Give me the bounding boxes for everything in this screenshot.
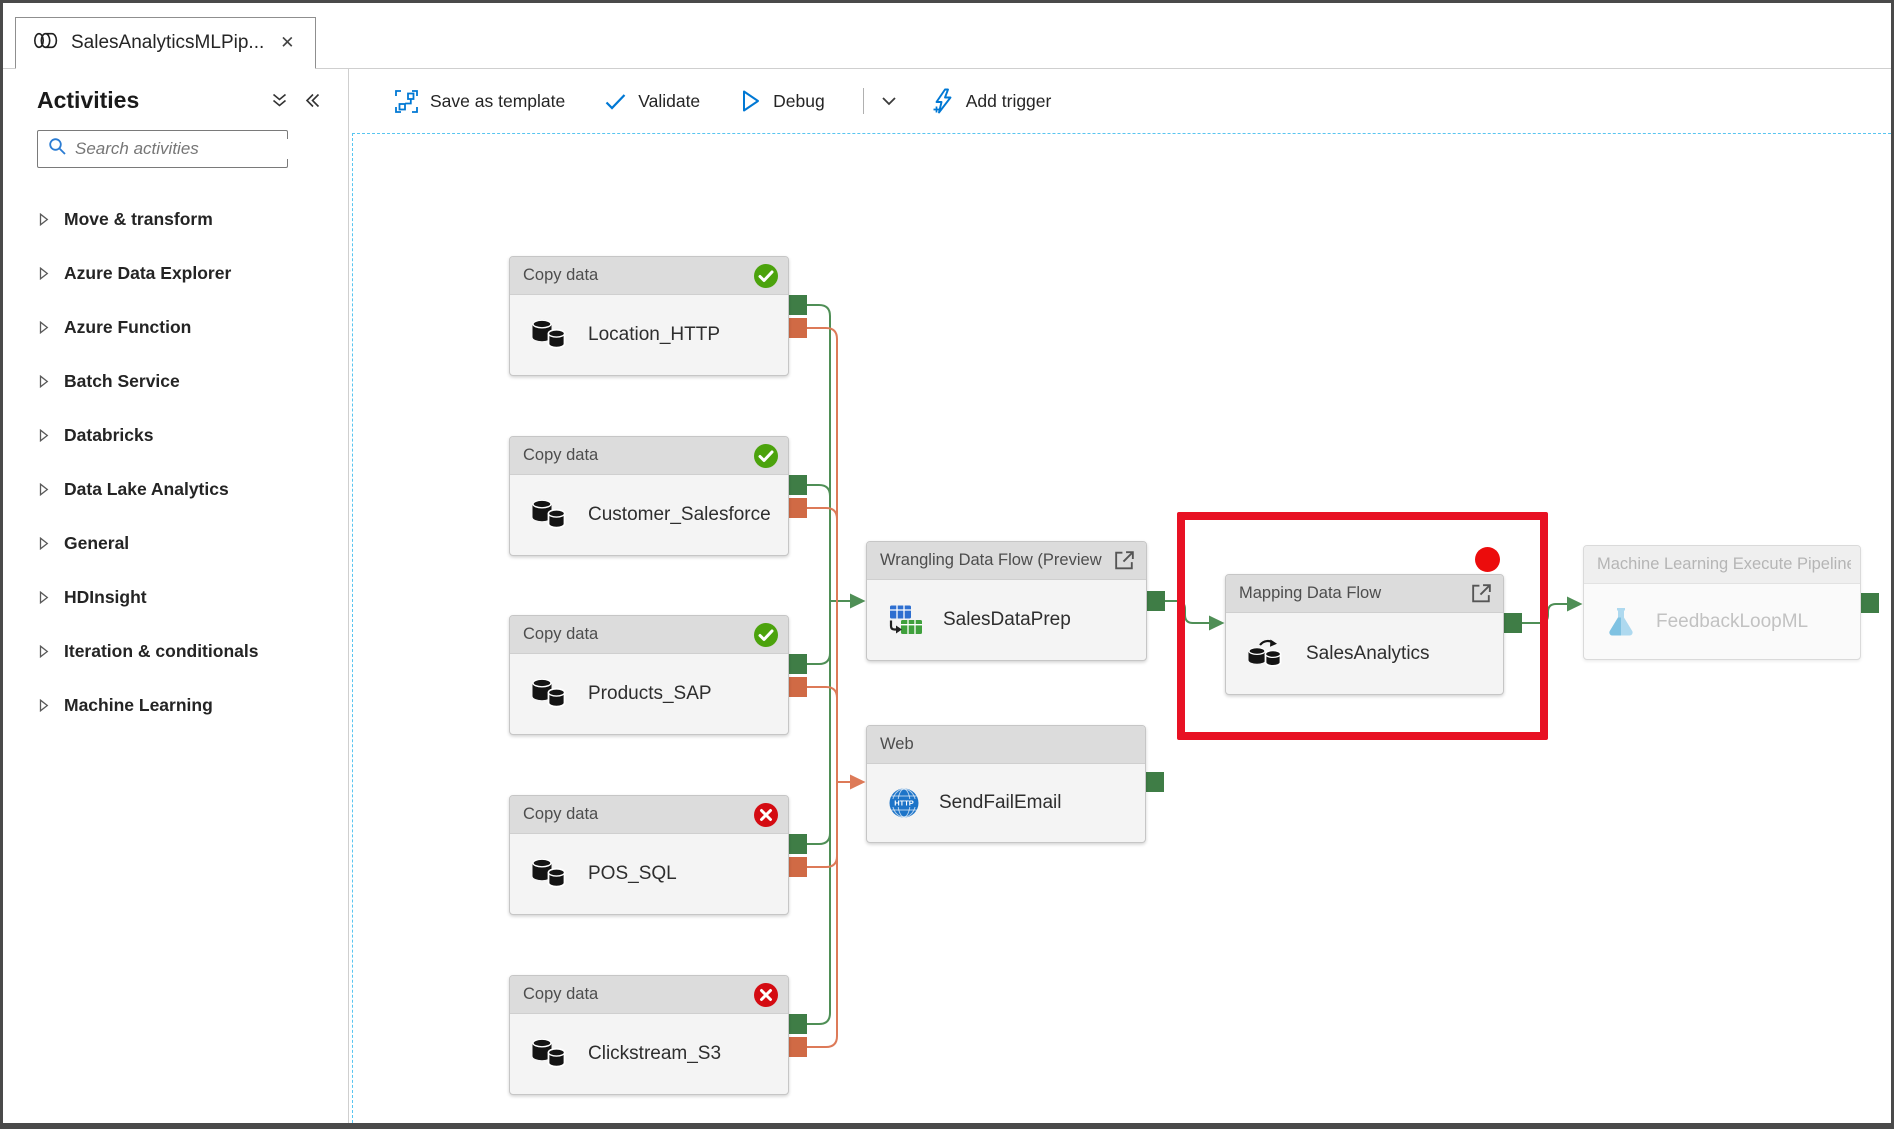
collapse-all-icon[interactable]	[270, 92, 289, 109]
status-success-icon	[754, 622, 778, 647]
activity-node-products-sap[interactable]: Copy data Products_SAP	[509, 615, 789, 735]
svg-text:HTTP: HTTP	[894, 799, 914, 808]
debug-options-chevron[interactable]	[878, 90, 900, 112]
debug-play-icon	[743, 90, 760, 112]
sidebar-item-databricks[interactable]: Databricks	[3, 408, 348, 462]
sidebar-item-move-transform[interactable]: Move & transform	[3, 192, 348, 246]
success-port[interactable]	[1144, 772, 1164, 792]
success-port[interactable]	[787, 654, 807, 674]
failure-port[interactable]	[787, 318, 807, 338]
collapse-panel-icon[interactable]	[305, 92, 322, 109]
success-port[interactable]	[1502, 613, 1522, 633]
activity-node-feedbackloopml[interactable]: Machine Learning Execute Pipeline Feedba…	[1583, 545, 1861, 660]
open-data-flow-icon[interactable]	[1469, 581, 1494, 606]
tab-bar: SalesAnalyticsMLPip... ✕	[3, 3, 1891, 69]
sidebar-item-general[interactable]: General	[3, 516, 348, 570]
activity-category-list: Move & transform Azure Data Explorer Azu…	[3, 192, 348, 732]
success-port[interactable]	[1859, 593, 1879, 613]
expander-icon	[39, 536, 49, 550]
search-box	[37, 130, 299, 168]
failure-arrowheads	[850, 774, 866, 790]
ml-execute-pipeline-icon	[1609, 607, 1633, 635]
activities-title: Activities	[37, 87, 140, 113]
activity-node-clickstream-s3[interactable]: Copy data Clickstream_S3	[509, 975, 789, 1095]
expander-icon	[39, 644, 49, 658]
failure-port[interactable]	[787, 857, 807, 877]
sidebar-item-azure-function[interactable]: Azure Function	[3, 300, 348, 354]
expander-icon	[39, 266, 49, 280]
failure-port[interactable]	[787, 677, 807, 697]
success-port[interactable]	[787, 834, 807, 854]
add-trigger-lightning-icon	[933, 88, 952, 114]
expander-icon	[39, 320, 49, 334]
add-trigger-button[interactable]: Add trigger	[930, 87, 1051, 115]
success-port[interactable]	[1145, 591, 1165, 611]
sidebar-item-hdinsight[interactable]: HDInsight	[3, 570, 348, 624]
copy-data-icon	[532, 319, 566, 349]
sidebar-item-batch-service[interactable]: Batch Service	[3, 354, 348, 408]
toolbar-divider	[862, 88, 864, 114]
open-data-flow-icon[interactable]	[1112, 548, 1137, 573]
save-as-template-button[interactable]: Save as template	[393, 88, 565, 115]
wrangling-data-flow-icon	[889, 605, 922, 634]
expander-icon	[39, 374, 49, 388]
failure-wires	[806, 327, 851, 1048]
sidebar-item-azure-data-explorer[interactable]: Azure Data Explorer	[3, 246, 348, 300]
node-ports	[787, 295, 1879, 1057]
search-input[interactable]	[75, 139, 299, 159]
status-failed-icon	[754, 802, 778, 827]
expander-icon	[39, 590, 49, 604]
copy-data-icon	[532, 499, 566, 529]
activity-node-pos-sql[interactable]: Copy data POS_SQL	[509, 795, 789, 915]
success-port[interactable]	[787, 1014, 807, 1034]
expander-icon	[39, 212, 49, 226]
activity-node-salesanalytics[interactable]: Mapping Data Flow	[1225, 574, 1504, 695]
status-failed-icon	[754, 982, 778, 1007]
sidebar-item-data-lake-analytics[interactable]: Data Lake Analytics	[3, 462, 348, 516]
pipeline-wires	[787, 295, 1879, 1057]
pipeline-icon	[32, 31, 59, 55]
tab-title: SalesAnalyticsMLPip...	[71, 32, 265, 53]
activity-node-customer-salesforce[interactable]: Copy data Customer_Salesforce	[509, 436, 789, 556]
activities-sidebar: Activities	[3, 69, 349, 1123]
failure-port[interactable]	[787, 1037, 807, 1057]
pipeline-tab[interactable]: SalesAnalyticsMLPip... ✕	[15, 17, 316, 69]
activity-node-salesdataprep[interactable]: Wrangling Data Flow (Preview	[866, 541, 1147, 661]
expander-icon	[39, 428, 49, 442]
copy-data-icon	[532, 858, 566, 888]
activity-node-sendfailemail[interactable]: Web HTTP SendFailEmail	[866, 725, 1146, 843]
pipeline-canvas[interactable]: Copy data Location_HTTP	[352, 133, 1891, 1123]
success-arrowheads	[850, 593, 1583, 631]
expander-icon	[39, 482, 49, 496]
success-port[interactable]	[787, 295, 807, 315]
close-icon[interactable]: ✕	[280, 33, 295, 52]
chevron-down-icon	[882, 97, 896, 106]
status-success-icon	[754, 263, 778, 288]
expander-icon	[39, 698, 49, 712]
copy-data-icon	[532, 1038, 566, 1068]
activity-node-location-http[interactable]: Copy data Location_HTTP	[509, 256, 789, 376]
sidebar-item-iteration-conditionals[interactable]: Iteration & conditionals	[3, 624, 348, 678]
save-as-template-icon	[395, 89, 418, 113]
success-port[interactable]	[787, 475, 807, 495]
web-http-icon: HTTP	[889, 788, 919, 818]
copy-data-icon	[532, 678, 566, 708]
success-wires	[806, 304, 1568, 1025]
pipeline-toolbar: Save as template Validate Debug	[349, 69, 1891, 133]
status-success-icon	[754, 443, 778, 468]
mapping-data-flow-icon	[1248, 639, 1282, 667]
validate-button[interactable]: Validate	[603, 89, 700, 114]
debug-button[interactable]: Debug	[738, 88, 825, 114]
sidebar-item-machine-learning[interactable]: Machine Learning	[3, 678, 348, 732]
failure-port[interactable]	[787, 498, 807, 518]
validate-check-icon	[605, 93, 626, 110]
search-icon	[48, 137, 67, 161]
